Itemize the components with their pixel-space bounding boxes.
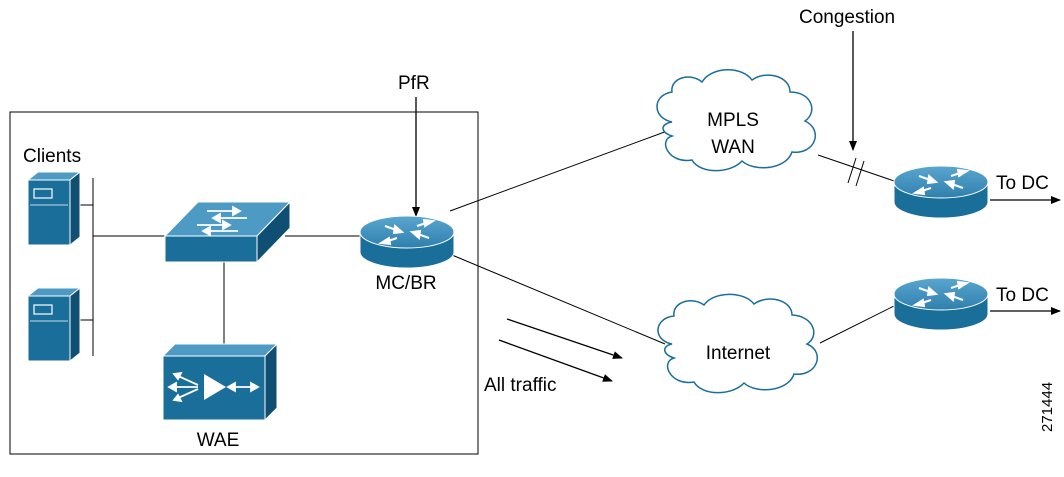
to-dc-top-label: To DC — [996, 173, 1049, 194]
mpls-wan-label-line2: WAN — [711, 137, 755, 158]
branch-site-boundary — [9, 111, 479, 455]
traffic-arrow-2 — [498, 339, 613, 382]
congestion-break-2 — [855, 160, 865, 187]
congestion-break-1 — [847, 157, 857, 184]
router-to-internet-line — [451, 254, 666, 345]
server-icon — [26, 170, 82, 247]
mpls-wan-label-line1: MPLS — [707, 110, 759, 131]
wae-label: WAE — [197, 430, 240, 451]
pfr-label: PfR — [398, 73, 430, 94]
cloud-icon — [656, 69, 816, 172]
wae-appliance-icon — [161, 342, 279, 422]
router-icon — [359, 215, 455, 269]
internet-label: Internet — [706, 343, 771, 364]
mpls-to-dc-router-line — [817, 154, 901, 184]
router-icon — [893, 165, 989, 219]
traffic-arrow-1 — [506, 318, 623, 359]
router-icon — [893, 277, 989, 331]
all-traffic-label: All traffic — [484, 375, 557, 396]
congestion-label: Congestion — [799, 7, 895, 28]
switch-icon — [163, 200, 292, 264]
connections — [80, 129, 901, 356]
figure-id-label: 271444 — [1039, 382, 1056, 432]
clients-label: Clients — [23, 146, 81, 167]
internet-to-dc-router-line — [819, 302, 901, 344]
cloud-icon — [657, 293, 818, 394]
mc-br-label: MC/BR — [375, 273, 436, 294]
router-to-mpls-line — [449, 129, 671, 212]
to-dc-bottom-label: To DC — [996, 285, 1049, 306]
server-icon — [26, 286, 82, 363]
